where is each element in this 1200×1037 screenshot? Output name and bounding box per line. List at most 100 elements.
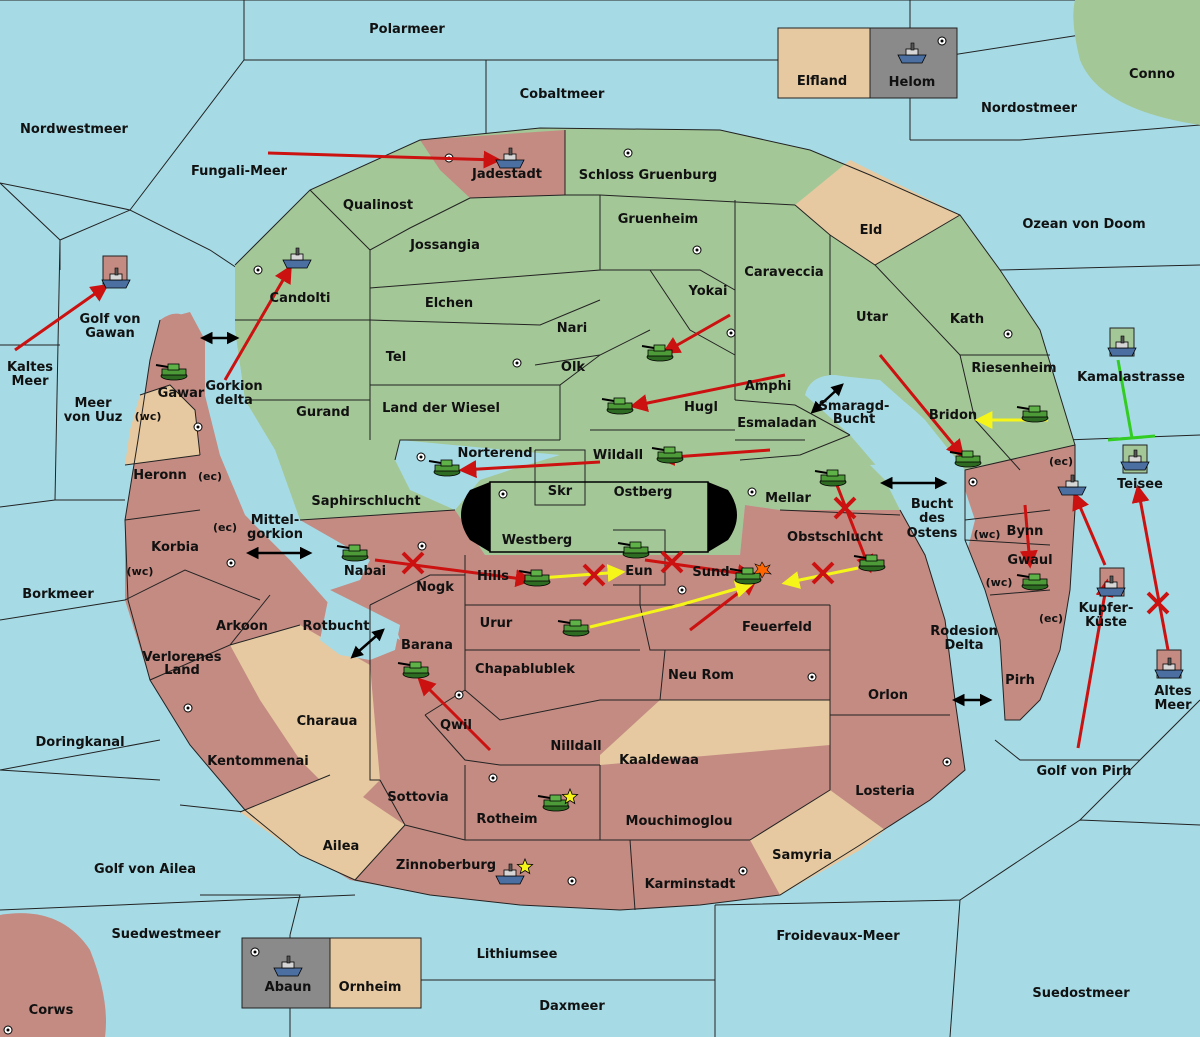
province-label-teisee: Teisee — [1117, 477, 1163, 492]
province-label-obst: Obstschlucht — [787, 530, 883, 545]
sea-label-borkmeer: Borkmeer — [22, 587, 94, 602]
province-label-hills: Hills — [477, 569, 509, 584]
province-label-mouchi: Mouchimoglou — [626, 814, 733, 829]
supply-center-dot — [498, 489, 508, 499]
province-label-wiesel: Land der Wiesel — [382, 401, 500, 416]
province-label-chapa: Chapablublek — [475, 662, 575, 677]
supply-center-dot — [1003, 329, 1013, 339]
sea-label-uuz1: Meer — [75, 396, 113, 411]
sea-label-doring: Doringkanal — [35, 735, 124, 750]
move-order-arrow — [661, 313, 731, 354]
supply-center-dot — [512, 358, 522, 368]
sea-label-rodesion2: Delta — [944, 638, 983, 653]
province-label-nabai: Nabai — [344, 564, 386, 579]
province-label-nogk: Nogk — [416, 580, 454, 595]
explosion-icon — [753, 561, 772, 579]
supply-center-dot — [183, 703, 193, 713]
label-layer: PolarmeerCobaltmeerNordwestmeerNordostme… — [7, 22, 1192, 1018]
province-label-saphir: Saphirschlucht — [311, 494, 420, 509]
province-label-losteria: Losteria — [855, 784, 915, 799]
sea-label-froide: Froidevaux-Meer — [776, 929, 900, 944]
sea-label-altes2: Meer — [1155, 698, 1193, 713]
province-label-wc3: (wc) — [127, 565, 154, 578]
supply-center-dot — [747, 487, 757, 497]
sea-label-nordostmeer: Nordostmeer — [981, 101, 1078, 116]
sea-label-suedwest: Suedwestmeer — [111, 927, 221, 942]
province-label-gawar: Gawar — [158, 386, 205, 401]
move-order-arrow — [14, 283, 109, 352]
failed-order-x — [660, 550, 684, 574]
supply-center-dot — [692, 245, 702, 255]
province-label-norterend: Norterend — [457, 446, 532, 461]
supply-center-dot — [623, 148, 633, 158]
sea-label-mittel1: Mittel- — [251, 513, 300, 528]
sea-label-nordwestmeer: Nordwestmeer — [20, 122, 128, 137]
supply-center-dot — [567, 876, 577, 886]
province-label-neurom: Neu Rom — [668, 668, 734, 683]
unit-layer[interactable] — [101, 42, 1184, 977]
failed-order-x — [582, 563, 606, 587]
sea-label-fungali: Fungali-Meer — [191, 164, 288, 179]
province-label-ailea_l: Ailea — [323, 839, 360, 854]
failed-order-x — [833, 496, 857, 520]
sea-label-ailea: Golf von Ailea — [94, 862, 196, 877]
province-label-ec4: (ec) — [1039, 612, 1063, 625]
sea-label-gorkion2: delta — [215, 393, 253, 408]
move-order-arrow — [878, 354, 965, 458]
province-label-sottovia: Sottovia — [387, 790, 448, 805]
supply-center-dot — [937, 36, 947, 46]
sea-label-lithium: Lithiumsee — [477, 947, 558, 962]
move-order-arrow — [1019, 504, 1038, 569]
supply-center-dot — [3, 1025, 13, 1035]
province-label-qwil: Qwil — [440, 718, 472, 733]
supply-center-dot — [416, 452, 426, 462]
province-label-abaun: Abaun — [265, 980, 312, 995]
province-label-wc1: (wc) — [135, 410, 162, 423]
province-label-heronn: Heronn — [133, 468, 187, 483]
province-label-urur: Urur — [480, 616, 513, 631]
province-label-barana: Barana — [401, 638, 453, 653]
convoy-support-line — [1116, 359, 1134, 439]
province-label-yokai: Yokai — [687, 284, 727, 299]
province-label-gwaul: Gwaul — [1007, 553, 1052, 568]
failed-order-x — [811, 561, 835, 585]
province-label-zinnober: Zinnoberburg — [396, 858, 496, 873]
sea-label-polarmeer: Polarmeer — [369, 22, 445, 37]
province-label-qualinost: Qualinost — [343, 198, 413, 213]
province-label-wildall: Wildall — [593, 448, 643, 463]
move-order-arrow — [267, 150, 502, 169]
province-label-skr: Skr — [548, 484, 573, 499]
sea-label-rotbucht: Rotbucht — [303, 619, 370, 634]
supply-center-dot — [253, 265, 263, 275]
province-label-gurand: Gurand — [296, 405, 350, 420]
supply-center-dot — [677, 585, 687, 595]
move-order-arrow — [458, 460, 601, 479]
center-mountains[interactable] — [461, 481, 737, 553]
failed-order-x — [401, 551, 425, 575]
supply-center-dot — [417, 541, 427, 551]
sea-label-gorkion1: Gorkion — [205, 379, 262, 394]
failed-order-x — [1146, 591, 1170, 615]
move-order-arrow — [644, 558, 756, 582]
province-label-jossangia: Jossangia — [409, 238, 480, 253]
sea-label-kaltes2: Meer — [12, 374, 50, 389]
province-label-nilldall: Nilldall — [550, 739, 601, 754]
province-label-mellar: Mellar — [765, 491, 811, 506]
move-order-arrow — [1131, 484, 1170, 651]
province-label-arkoon: Arkoon — [216, 619, 268, 634]
sea-label-smaragd2: Bucht — [833, 412, 875, 427]
supply-centers — [3, 36, 1013, 1035]
province-label-esmaladan: Esmaladan — [737, 416, 817, 431]
province-label-pirh: Pirh — [1005, 673, 1035, 688]
supply-center-dot — [942, 757, 952, 767]
supply-center-dot — [454, 690, 464, 700]
sea-label-ozean: Ozean von Doom — [1022, 217, 1145, 232]
sea-label-bucht2: des — [919, 511, 945, 526]
province-label-orlon: Orlon — [868, 688, 908, 703]
sea-label-smaragd1: Smaragd- — [819, 399, 890, 414]
province-label-kentom: Kentommenai — [207, 754, 308, 769]
movement-arrows — [14, 150, 1170, 752]
